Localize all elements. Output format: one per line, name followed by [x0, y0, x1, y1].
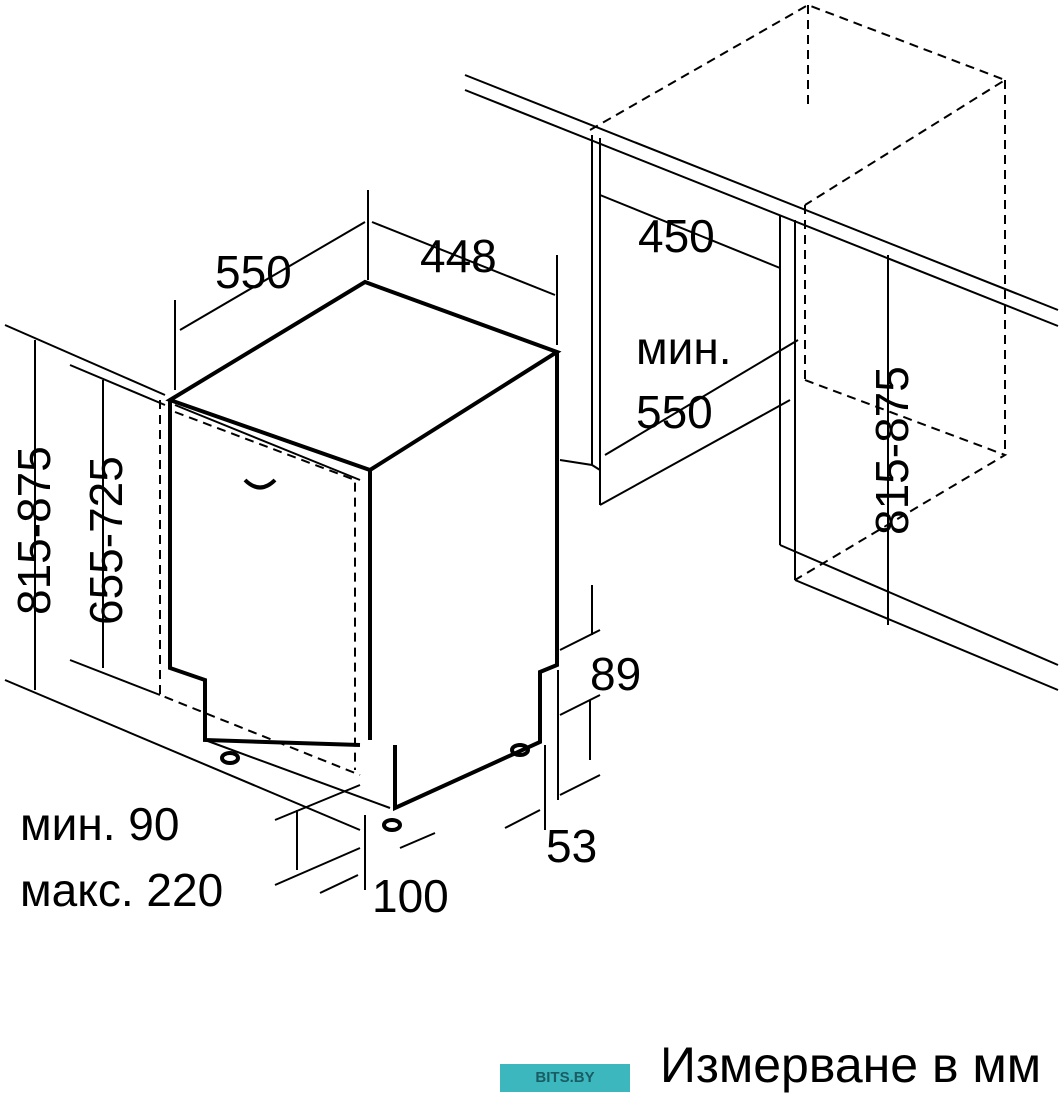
plinth-top-label: 89	[590, 648, 641, 700]
dishwasher	[159, 279, 562, 832]
dimension-lines	[34, 190, 889, 894]
units-caption: Измерване в мм	[660, 1037, 1042, 1093]
niche-height-label: 815-875	[866, 366, 918, 535]
niche-min-label: мин.	[636, 322, 732, 374]
width-label: 550	[215, 246, 292, 298]
height-left-label: 815-875	[8, 446, 60, 615]
countertop	[464, 74, 1059, 327]
plinth-max-label: макс. 220	[20, 864, 223, 916]
neighbour-cabinet	[559, 3, 1059, 691]
niche-depth-label: 450	[638, 210, 715, 262]
depth-label: 448	[420, 230, 497, 282]
plinth-bottom-label: 53	[546, 820, 597, 872]
door-height-label: 655-725	[80, 456, 132, 625]
watermark-logo: BITS.BY	[500, 1064, 630, 1092]
plinth-depth-label: 100	[372, 870, 449, 922]
niche-min-value: 550	[636, 386, 713, 438]
plinth-min-label: мин. 90	[20, 798, 179, 850]
